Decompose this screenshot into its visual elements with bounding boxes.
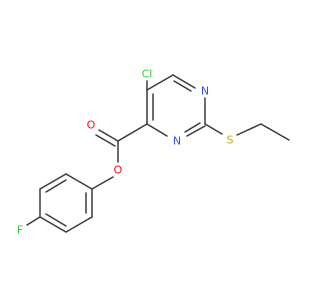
- molecule-drawing: Cl N N S O O F: [17, 68, 290, 237]
- bond-n3-c4: [146, 123, 168, 137]
- atom-label-cl: Cl: [142, 68, 153, 81]
- atom-label-n3: N: [173, 135, 181, 148]
- bond-ar2-ar3: [65, 216, 93, 233]
- atom-label-o-carbonyl: O: [87, 119, 96, 132]
- bond-c2-s: [204, 123, 223, 135]
- bond-c5-c6: [146, 74, 174, 91]
- bond-ar3-ar4: [39, 216, 67, 233]
- bond-c6-n1: [172, 74, 196, 89]
- atom-label-n1: N: [201, 85, 209, 98]
- bond-s-ch2: [236, 123, 262, 136]
- bond-ch2-ch3: [260, 123, 290, 141]
- atom-label-o-ester: O: [114, 164, 123, 177]
- bond-ar5-ar6-double: [45, 179, 67, 193]
- bond-c2-n3-double: [184, 122, 201, 133]
- bonds: [26, 74, 290, 233]
- bond-ar6-ar1: [65, 173, 93, 190]
- atom-label-s: S: [227, 134, 234, 147]
- bond-c6-n1-double: [173, 80, 192, 92]
- atom-labels: Cl N N S O O F: [17, 68, 234, 237]
- bond-carbonyl-o-double: [95, 134, 116, 147]
- bond-ar5-ar6: [39, 173, 67, 190]
- bond-ar4-f: [26, 216, 41, 226]
- atom-label-f: F: [17, 224, 23, 237]
- bond-c2-n3: [186, 125, 206, 137]
- bond-carbonyl-o: [98, 129, 119, 142]
- bond-c4-carbonyl: [117, 123, 148, 142]
- bond-oester-ring: [91, 176, 114, 190]
- bond-ar3-ar4-double: [45, 213, 67, 227]
- structure-canvas: Cl N N S O O F: [17, 68, 290, 237]
